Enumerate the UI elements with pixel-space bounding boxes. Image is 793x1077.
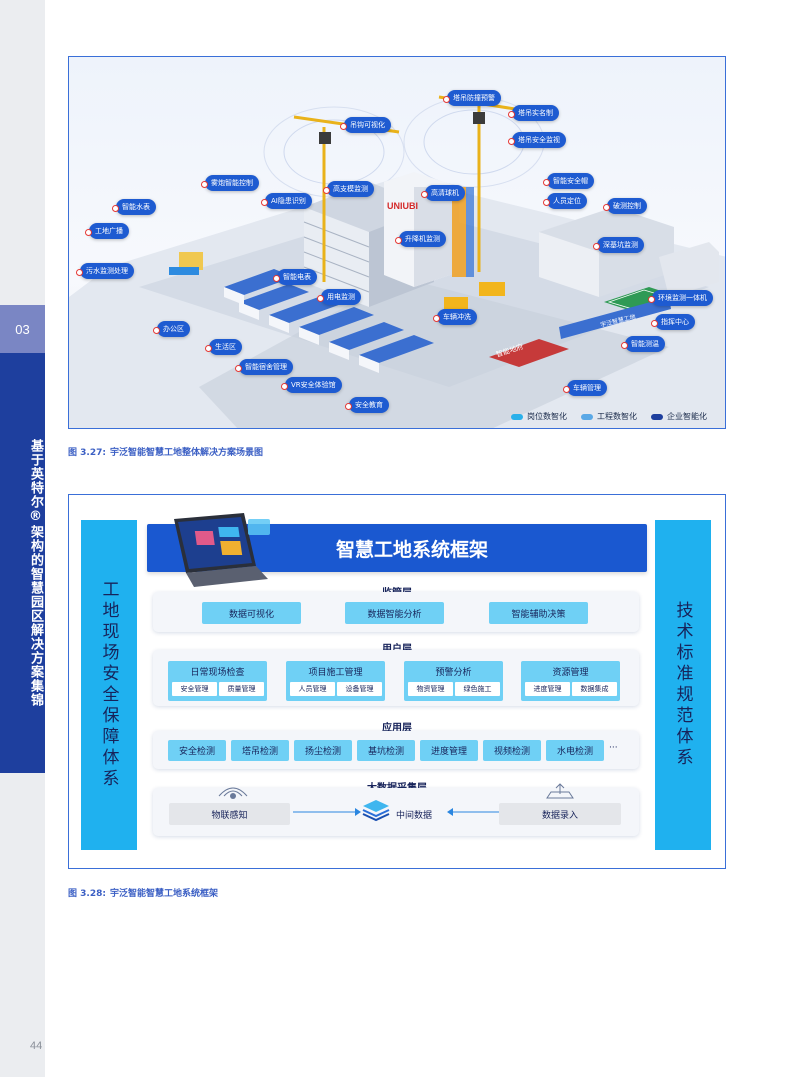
- label-safety-edu: 安全教育: [345, 397, 389, 413]
- label-smart-temp: 智能测温: [621, 336, 665, 352]
- brand-text: UNIUBI: [387, 201, 418, 211]
- label-breakage-control: 破测控制: [603, 198, 647, 214]
- label-smart-meter: 智能电表: [273, 269, 317, 285]
- label-living-area: 生活区: [205, 339, 242, 355]
- laptop-icon: [174, 513, 270, 587]
- label-vr-safety: VR安全体验馆: [281, 377, 342, 393]
- figure2-caption: 图 3.28:宇泛智能智慧工地系统框架: [68, 889, 218, 899]
- label-sewage: 污水监测处理: [76, 263, 134, 279]
- label-vehicle-manage: 车辆管理: [563, 380, 607, 396]
- smart-site-scene-figure: UNIUBI: [68, 56, 726, 429]
- application-item: 扬尘检测: [294, 740, 352, 761]
- more-ellipsis: ···: [609, 743, 618, 753]
- application-item: 安全检测: [168, 740, 226, 761]
- user-group: 日常现场检查 安全管理 质量管理: [168, 661, 267, 701]
- chapter-number: 03: [0, 305, 45, 353]
- label-env-monitor: 环境监测一体机: [648, 290, 713, 306]
- label-command-center: 指挥中心: [651, 314, 695, 330]
- label-formwork: 高支模监测: [323, 181, 374, 197]
- label-vehicle-wash: 车辆冲洗: [433, 309, 477, 325]
- data-stack-icon: [362, 800, 390, 822]
- supervision-layer: 数据可视化 数据智能分析 智能辅助决策: [153, 592, 639, 632]
- supervision-item: 数据智能分析: [345, 602, 444, 624]
- application-item: 塔吊检测: [231, 740, 289, 761]
- label-personnel-location: 人员定位: [543, 193, 587, 209]
- user-layer-title: 用户层: [147, 640, 647, 655]
- label-office-area: 办公区: [153, 321, 190, 337]
- label-hook-visual: 吊钩可视化: [340, 117, 391, 133]
- iot-sensing-box: 物联感知: [169, 803, 290, 825]
- application-item: 基坑检测: [357, 740, 415, 761]
- iot-sensor-icon: [218, 787, 248, 799]
- data-entry-box: 数据录入: [499, 803, 621, 825]
- arrow-right-icon: [293, 808, 361, 816]
- legend-item: 岗位数智化: [511, 411, 567, 422]
- figure1-caption: 图 3.27:宇泛智能智慧工地整体解决方案场景图: [68, 448, 263, 458]
- label-smart-water: 智能水表: [112, 199, 156, 215]
- application-item: 水电检测: [546, 740, 604, 761]
- application-item: 视频检测: [483, 740, 541, 761]
- scene-legend: 岗位数智化 工程数智化 企业智能化: [511, 411, 707, 422]
- label-smart-helmet: 智能安全帽: [543, 173, 594, 189]
- collection-layer: 物联感知 中间数据 数据录入: [153, 783, 639, 836]
- label-crane-realname: 塔吊实名制: [508, 105, 559, 121]
- user-group: 预警分析 物资管理 绿色施工: [404, 661, 503, 701]
- data-entry-icon: [546, 783, 574, 799]
- label-ai-hazard: AI隐患识别: [261, 193, 312, 209]
- legend-item: 企业智能化: [651, 411, 707, 422]
- label-fog-cannon: 雾炮智能控制: [201, 175, 259, 191]
- label-hd-dome: 高清球机: [421, 185, 465, 201]
- middle-data-label: 中间数据: [395, 810, 432, 821]
- user-group: 项目施工管理 人员管理 设备管理: [286, 661, 385, 701]
- chapter-title: 基于英特尔®架构的智慧园区解决方案集锦: [0, 353, 45, 773]
- right-column-standards: 技术标准规范体系: [655, 520, 711, 850]
- left-column-safety-system: 工地现场安全保障体系: [81, 520, 137, 850]
- supervision-item: 智能辅助决策: [489, 602, 588, 624]
- application-layer-title: 应用层: [382, 723, 412, 734]
- label-crane-anticollision: 塔吊防撞预警: [443, 90, 501, 106]
- label-deep-pit: 深基坑监测: [593, 237, 644, 253]
- label-dorm-manage: 智能宿舍管理: [235, 359, 293, 375]
- label-elevator: 升降机监测: [395, 231, 446, 247]
- application-item: 进度管理: [420, 740, 478, 761]
- supervision-item: 数据可视化: [202, 602, 301, 624]
- page-number: 44: [30, 1040, 43, 1052]
- label-power-monitor: 用电监测: [317, 289, 361, 305]
- label-site-broadcast: 工地广播: [85, 223, 129, 239]
- user-layer: 日常现场检查 安全管理 质量管理 项目施工管理 人员管理 设备管理 预警分析 物…: [153, 650, 639, 706]
- framework-figure: 工地现场安全保障体系 技术标准规范体系 智慧工地系统框架 监管层 数据可视化 数…: [68, 494, 726, 869]
- application-layer: 安全检测 塔吊检测 扬尘检测 基坑检测 进度管理 视频检测 水电检测 ···: [153, 731, 639, 769]
- user-group: 资源管理 进度管理 数据集成: [521, 661, 620, 701]
- label-crane-safety: 塔吊安全监视: [508, 132, 566, 148]
- legend-item: 工程数智化: [581, 411, 637, 422]
